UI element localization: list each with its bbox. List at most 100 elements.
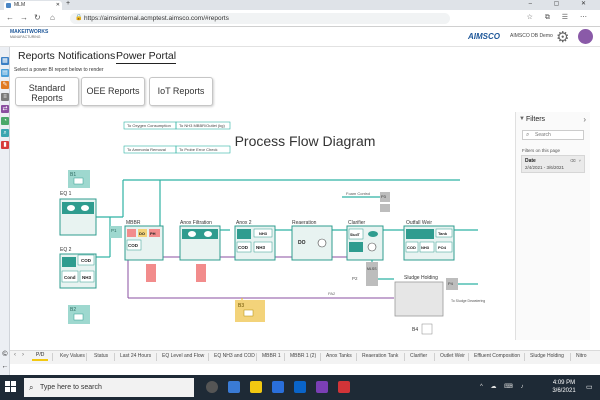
- tab-reports[interactable]: Reports: [18, 50, 55, 62]
- calendar-icon[interactable]: ▤: [1, 69, 9, 77]
- outfall-panel: [406, 229, 434, 239]
- truck-icon: [243, 309, 254, 317]
- page-tab[interactable]: Effluent Composition: [474, 353, 521, 359]
- browser-toolbar-icons[interactable]: ☆ ⧉ ☰ ⋯: [526, 14, 592, 21]
- legend-link-probe[interactable]: To Probe Error Check: [179, 147, 217, 152]
- wrench-icon[interactable]: ✎: [1, 81, 9, 89]
- prev-page-icon[interactable]: ‹: [14, 352, 16, 358]
- page-tab[interactable]: P/D: [32, 352, 49, 361]
- page-tab[interactable]: MBBR 1: [262, 353, 281, 359]
- back-icon[interactable]: ←: [6, 13, 14, 22]
- mlss-label: MLSS: [367, 267, 377, 271]
- taskbar-search-input[interactable]: ⌕ Type here to search: [24, 378, 194, 397]
- page-tab[interactable]: Reaeration Tank: [362, 353, 399, 359]
- page-tab[interactable]: Last 24 Hours: [120, 353, 152, 359]
- database-icon[interactable]: ≡: [1, 93, 9, 101]
- reports-icon[interactable]: ▮: [1, 141, 9, 149]
- url-text: https://aimsinternal.acmptest.aimsco.com…: [84, 15, 229, 22]
- url-field[interactable]: 🔒 https://aimsinternal.acmptest.aimsco.c…: [70, 13, 450, 24]
- app-icon[interactable]: [316, 381, 328, 393]
- transfer-icon[interactable]: ⇄: [1, 105, 9, 113]
- filters-search-input[interactable]: ⌕ Search: [522, 130, 584, 140]
- p1-pump[interactable]: [110, 226, 122, 238]
- page-tab[interactable]: Sludge Holding: [530, 353, 564, 359]
- page-tab[interactable]: MBBR 1 (2): [290, 353, 317, 359]
- file-explorer-icon[interactable]: [250, 381, 262, 393]
- notification-icon[interactable]: ▭: [586, 384, 593, 391]
- foam-unit[interactable]: [380, 204, 390, 212]
- filter-value: 2/4/2021 - 3/6/2021: [525, 165, 565, 170]
- eq2-panel: [62, 257, 76, 267]
- home-sidebar-icon[interactable]: ▦: [1, 57, 9, 65]
- filters-section-label: Filters on this page: [522, 148, 561, 153]
- truck-icon: [73, 313, 84, 321]
- standard-reports-button[interactable]: Standard Reports: [15, 77, 79, 106]
- b4-unit[interactable]: [421, 323, 433, 335]
- browser-tab[interactable]: MLM ✕: [4, 1, 62, 10]
- analytics-icon[interactable]: ◔: [1, 117, 9, 125]
- page-tab[interactable]: EQ Level and Flow: [162, 353, 205, 359]
- page-tab[interactable]: Nitro: [576, 353, 587, 359]
- legend-link-nh3[interactable]: To NH3 MBBR/Outlet (kg): [179, 123, 225, 128]
- close-icon[interactable]: ✕: [55, 2, 60, 8]
- page-tab-divider: [256, 353, 257, 361]
- clarifier-panel: [349, 242, 363, 252]
- system-tray[interactable]: ^ ☁ ⌨ ♪: [480, 384, 527, 390]
- anox2-label: Anox 2: [236, 220, 252, 226]
- tab-power-portal[interactable]: Power Portal: [116, 50, 177, 64]
- page-tab[interactable]: Anox Tanks: [326, 353, 352, 359]
- legend-link-box[interactable]: [175, 145, 231, 154]
- eq2-label: EQ 2: [60, 247, 72, 253]
- oee-reports-button[interactable]: OEE Reports: [81, 77, 145, 106]
- filters-title: Filters: [526, 116, 546, 123]
- page-tab[interactable]: Status: [94, 353, 109, 359]
- page-tab[interactable]: EQ NH3 and COD: [214, 353, 255, 359]
- collapse-icon[interactable]: ›: [583, 115, 586, 124]
- page-tab-divider: [320, 353, 321, 361]
- alarm-column[interactable]: [196, 264, 206, 282]
- windows-taskbar: ⌕ Type here to search ^ ☁ ⌨ ♪ 4:09 PM 3/…: [0, 375, 600, 400]
- page-tab[interactable]: Key Values: [60, 353, 85, 359]
- clock[interactable]: 4:09 PM 3/6/2021: [546, 379, 582, 395]
- gear-icon[interactable]: ⚙: [556, 29, 570, 46]
- forward-icon[interactable]: →: [20, 13, 28, 22]
- mail-icon[interactable]: [294, 381, 306, 393]
- page-tab[interactable]: Clarifier: [410, 353, 428, 359]
- iot-reports-button[interactable]: IoT Reports: [149, 77, 213, 106]
- sludge-holding-tank[interactable]: [394, 281, 444, 317]
- po4-box: [435, 241, 453, 253]
- home-icon[interactable]: ⌂: [50, 13, 55, 22]
- p4-pump[interactable]: [446, 278, 458, 290]
- store-icon[interactable]: [272, 381, 284, 393]
- window-controls[interactable]: – ▢ ✕: [528, 1, 596, 7]
- alarm-column[interactable]: [146, 264, 156, 282]
- avatar[interactable]: [578, 29, 593, 44]
- b4-label: B4: [412, 327, 418, 333]
- mixer-icon: [317, 238, 327, 248]
- gauge-icon: [81, 205, 89, 211]
- p3-label: P3: [381, 194, 387, 199]
- legend-link-box[interactable]: [175, 121, 231, 130]
- gauge-icon: [188, 231, 196, 237]
- refresh-icon[interactable]: ↻: [34, 13, 41, 22]
- app-icon[interactable]: [338, 381, 350, 393]
- tab-notifications[interactable]: Notifications: [58, 50, 116, 62]
- page-tab[interactable]: Outlet Weir: [440, 353, 465, 359]
- tank-box: [435, 228, 453, 238]
- sludge-blanket-box: [348, 228, 364, 240]
- filter-card-icons[interactable]: ⌫ ˅: [569, 158, 582, 163]
- next-page-icon[interactable]: ›: [22, 352, 24, 358]
- p2-pump[interactable]: [366, 262, 378, 286]
- legend-link-ammonia[interactable]: To Ammonia Removal: [127, 147, 166, 152]
- legend-link-oxygen[interactable]: To Oxygen Consumption: [127, 123, 171, 128]
- task-view-icon[interactable]: [206, 381, 218, 393]
- date-filter-card[interactable]: Date ⌫ ˅ 2/4/2021 - 3/6/2021: [521, 155, 585, 173]
- p3-pump[interactable]: [380, 192, 390, 202]
- arrow-left-icon[interactable]: ←: [1, 363, 9, 370]
- new-tab-button[interactable]: +: [66, 0, 71, 7]
- windows-start-icon[interactable]: [5, 381, 17, 393]
- mbbr-cod: [126, 239, 142, 251]
- edge-browser-icon[interactable]: [228, 381, 240, 393]
- page-tab-divider: [524, 353, 525, 361]
- search-sidebar-icon[interactable]: ⌕: [1, 129, 9, 137]
